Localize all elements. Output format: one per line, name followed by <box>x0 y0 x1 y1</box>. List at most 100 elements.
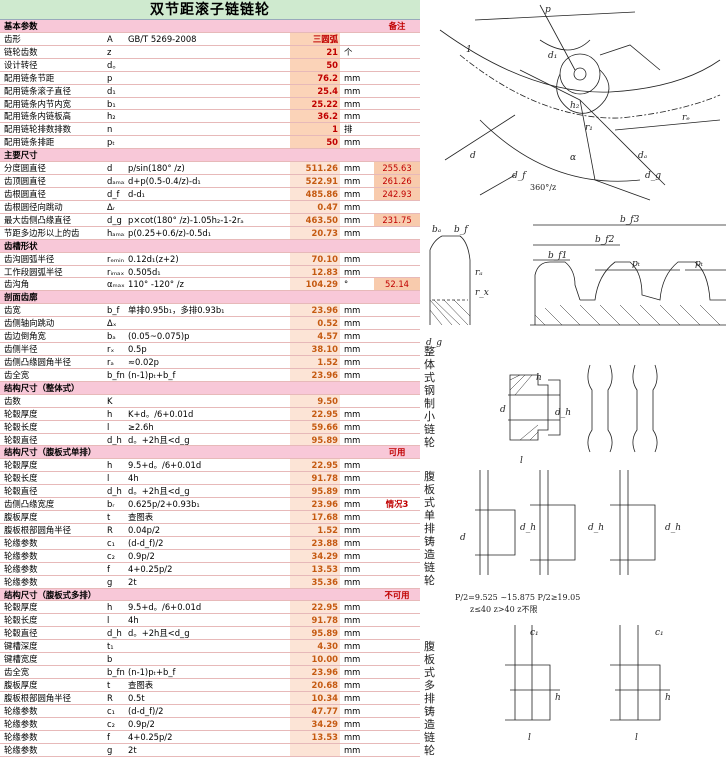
param-name-cell[interactable]: 齿全宽 <box>0 368 105 381</box>
param-symbol-cell[interactable]: h <box>105 601 125 614</box>
param-symbol-cell[interactable]: dₐₘₐₓ <box>105 175 125 187</box>
param-unit-cell[interactable]: mm <box>340 187 374 200</box>
param-unit-cell[interactable]: mm <box>340 433 374 446</box>
param-unit-cell[interactable]: mm <box>340 601 374 614</box>
param-name-cell[interactable]: 轮毂直径 <box>0 627 105 640</box>
param-value-cell[interactable]: 25.4 <box>290 84 340 97</box>
param-value-cell[interactable]: 三圆弧 <box>290 32 340 45</box>
section-title-cell[interactable]: 主要尺寸 <box>4 150 38 161</box>
param-note-cell[interactable] <box>374 666 420 678</box>
param-unit-cell[interactable]: mm <box>340 691 374 704</box>
section-title-cell[interactable]: 剖面齿廓 <box>4 292 38 303</box>
param-name-cell[interactable]: 轮缘参数 <box>0 549 105 562</box>
param-value-cell[interactable]: 0.52 <box>290 317 340 330</box>
param-name-cell[interactable]: 齿形 <box>0 32 105 45</box>
param-symbol-cell[interactable]: t <box>105 679 125 691</box>
param-symbol-cell[interactable]: A <box>105 32 125 45</box>
param-note-cell[interactable] <box>374 627 420 639</box>
param-formula-cell[interactable]: 0.625p/2+0.93b₁ <box>125 498 290 511</box>
param-formula-cell[interactable]: 0.5t <box>125 691 290 704</box>
param-name-cell[interactable]: 齿全宽 <box>0 666 105 679</box>
param-name-cell[interactable]: 齿侧凸缘宽度 <box>0 498 105 511</box>
param-note-cell[interactable]: 242.93 <box>374 187 420 200</box>
param-value-cell[interactable]: 50 <box>290 136 340 149</box>
param-formula-cell[interactable]: 2t <box>125 575 290 588</box>
param-name-cell[interactable]: 轮毂长度 <box>0 472 105 485</box>
param-formula-cell[interactable]: 0.9p/2 <box>125 717 290 730</box>
param-value-cell[interactable]: 1.52 <box>290 355 340 368</box>
param-name-cell[interactable]: 轮缘参数 <box>0 536 105 549</box>
section-title-cell[interactable]: 结构尺寸（腹板式多排） <box>4 589 97 600</box>
param-unit-cell[interactable]: mm <box>340 575 374 588</box>
param-name-cell[interactable]: 键槽深度 <box>0 640 105 653</box>
param-unit-cell[interactable]: mm <box>340 252 374 265</box>
param-formula-cell[interactable]: 查图表 <box>125 511 290 523</box>
param-value-cell[interactable]: 104.29 <box>290 278 340 291</box>
param-value-cell[interactable]: 17.68 <box>290 511 340 523</box>
param-formula-cell[interactable] <box>125 97 290 110</box>
param-unit-cell[interactable]: mm <box>340 84 374 97</box>
param-formula-cell[interactable] <box>125 394 290 407</box>
param-symbol-cell[interactable]: h <box>105 407 125 420</box>
section-status-cell[interactable] <box>374 291 420 303</box>
section-status-cell[interactable] <box>374 240 420 252</box>
param-symbol-cell[interactable]: Δᵣ <box>105 200 125 213</box>
param-symbol-cell[interactable]: hₐₘₐₓ <box>105 226 125 239</box>
param-unit-cell[interactable]: mm <box>340 459 374 472</box>
param-note-cell[interactable] <box>374 59 420 71</box>
param-name-cell[interactable]: 配用链轮排数排数 <box>0 123 105 136</box>
param-symbol-cell[interactable]: αₘₐₓ <box>105 278 125 291</box>
param-value-cell[interactable]: 47.77 <box>290 704 340 717</box>
param-note-cell[interactable] <box>374 33 420 45</box>
param-note-cell[interactable] <box>374 317 420 329</box>
param-value-cell[interactable]: 22.95 <box>290 407 340 420</box>
param-value-cell[interactable]: 4.30 <box>290 640 340 653</box>
param-value-cell[interactable]: 22.95 <box>290 459 340 472</box>
param-formula-cell[interactable]: 2t <box>125 743 290 756</box>
param-symbol-cell[interactable]: g <box>105 743 125 756</box>
param-formula-cell[interactable]: 0.12d₁(z+2) <box>125 252 290 265</box>
param-formula-cell[interactable] <box>125 71 290 84</box>
param-unit-cell[interactable]: mm <box>340 666 374 679</box>
param-symbol-cell[interactable]: rᵢₘₐₓ <box>105 265 125 278</box>
param-unit-cell[interactable]: mm <box>340 549 374 562</box>
param-symbol-cell[interactable]: d_h <box>105 485 125 498</box>
param-note-cell[interactable] <box>374 98 420 110</box>
param-value-cell[interactable]: 1 <box>290 123 340 136</box>
param-value-cell[interactable]: 70.10 <box>290 252 340 265</box>
param-formula-cell[interactable]: ≈0.02p <box>125 355 290 368</box>
param-symbol-cell[interactable]: l <box>105 420 125 433</box>
param-name-cell[interactable]: 腹板厚度 <box>0 679 105 691</box>
section-status-cell[interactable]: 不可用 <box>384 589 410 600</box>
param-formula-cell[interactable]: d。+2h且<d_g <box>125 433 290 446</box>
param-symbol-cell[interactable]: R <box>105 523 125 536</box>
param-unit-cell[interactable]: mm <box>340 562 374 575</box>
section-title-cell[interactable]: 结构尺寸（整体式） <box>4 382 80 393</box>
param-name-cell[interactable]: 齿边倒角宽 <box>0 330 105 343</box>
param-value-cell[interactable]: 21 <box>290 45 340 58</box>
param-name-cell[interactable]: 轮缘参数 <box>0 575 105 588</box>
param-value-cell[interactable]: 23.96 <box>290 498 340 511</box>
param-unit-cell[interactable]: mm <box>340 485 374 498</box>
param-note-cell[interactable] <box>374 550 420 562</box>
param-value-cell[interactable]: 463.50 <box>290 213 340 226</box>
param-unit-cell[interactable]: mm <box>340 679 374 691</box>
param-formula-cell[interactable]: d。+2h且<d_g <box>125 627 290 640</box>
param-note-cell[interactable] <box>374 201 420 213</box>
param-value-cell[interactable]: 35.36 <box>290 575 340 588</box>
param-note-cell[interactable] <box>374 679 420 691</box>
param-note-cell[interactable] <box>374 434 420 446</box>
param-value-cell[interactable]: 23.88 <box>290 536 340 549</box>
param-unit-cell[interactable]: mm <box>340 511 374 523</box>
param-value-cell[interactable]: 23.96 <box>290 666 340 679</box>
param-unit-cell[interactable]: mm <box>340 523 374 536</box>
param-unit-cell[interactable]: 排 <box>340 123 374 136</box>
param-unit-cell[interactable]: mm <box>340 498 374 511</box>
param-note-cell[interactable]: 231.75 <box>374 213 420 226</box>
param-symbol-cell[interactable]: bᵣ <box>105 498 125 511</box>
param-formula-cell[interactable]: 查图表 <box>125 679 290 691</box>
param-value-cell[interactable]: 485.86 <box>290 187 340 200</box>
param-symbol-cell[interactable]: rₑₘᵢₙ <box>105 252 125 265</box>
param-value-cell[interactable]: 10.34 <box>290 691 340 704</box>
param-value-cell[interactable] <box>290 743 340 756</box>
